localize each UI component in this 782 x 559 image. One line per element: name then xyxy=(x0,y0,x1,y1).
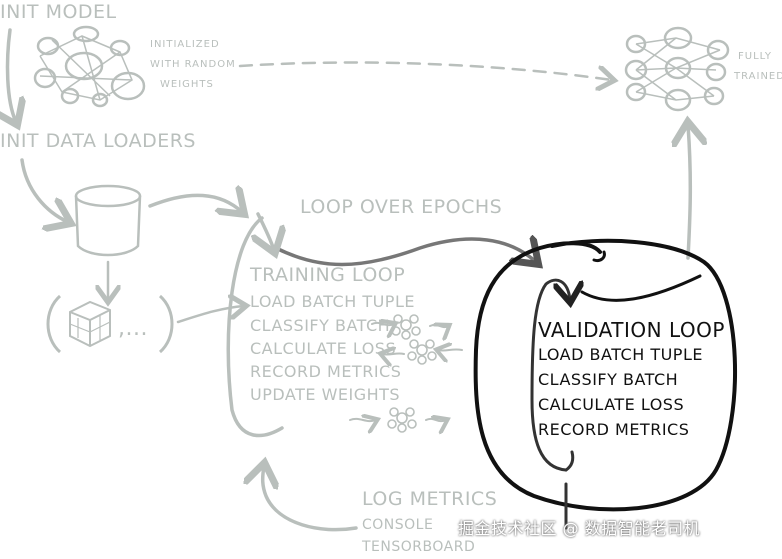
validation-loop-title: VALIDATION LOOP xyxy=(538,318,725,342)
arrow-dataset-to-training xyxy=(148,195,242,212)
log-target: TENSORBOARD xyxy=(362,539,476,555)
validation-step: LOAD BATCH TUPLE xyxy=(538,345,703,364)
dataset-cylinder-icon xyxy=(74,184,142,257)
batch-tuple-icon xyxy=(46,294,174,354)
validation-loop-outline xyxy=(473,238,738,512)
training-step: UPDATE WEIGHTS xyxy=(250,385,401,404)
init-model-network-icon xyxy=(33,25,146,108)
log-metrics-title: LOG METRICS xyxy=(362,488,498,510)
trained-note-2: TRAINED xyxy=(734,71,782,82)
arrow-log-to-loop xyxy=(263,466,358,532)
init-model-note-1: INITIALIZED xyxy=(150,39,220,50)
training-step: RECORD METRICS xyxy=(250,362,402,381)
watermark: 掘金技术社区 @ 数据智能老司机 xyxy=(458,519,701,538)
init-model-title: INIT MODEL xyxy=(0,1,117,23)
arrow-init-to-trained xyxy=(238,61,612,80)
batch-ellipsis: ,... xyxy=(118,316,148,341)
training-model-icons xyxy=(387,314,437,433)
training-step: CLASSIFY BATCH xyxy=(250,316,391,335)
init-model-note-2: WITH RANDOM xyxy=(150,59,236,70)
training-step: LOAD BATCH TUPLE xyxy=(250,292,415,311)
arrow-to-trained xyxy=(688,125,690,260)
validation-step: CLASSIFY BATCH xyxy=(538,370,679,389)
arrow-batch-to-training xyxy=(176,306,244,324)
init-data-loaders-title: INIT DATA LOADERS xyxy=(0,130,196,152)
validation-step: CALCULATE LOSS xyxy=(538,395,685,414)
training-loop-title: TRAINING LOOP xyxy=(250,264,406,286)
training-step: CALCULATE LOSS xyxy=(250,339,397,358)
arrow-model-to-loaders xyxy=(8,28,16,122)
loop-over-epochs-title: LOOP OVER EPOCHS xyxy=(300,196,503,218)
training-loop-bracket xyxy=(226,216,284,438)
validation-inner-loop xyxy=(530,278,570,472)
trained-note-1: FULLY xyxy=(738,51,772,62)
init-model-note-3: WEIGHTS xyxy=(160,79,214,90)
trained-model-network-icon xyxy=(624,26,730,112)
log-target: CONSOLE xyxy=(362,517,434,533)
epoch-loop-arc xyxy=(274,239,536,264)
validation-step: RECORD METRICS xyxy=(538,420,690,439)
arrow-loaders-to-dataset xyxy=(20,158,68,222)
